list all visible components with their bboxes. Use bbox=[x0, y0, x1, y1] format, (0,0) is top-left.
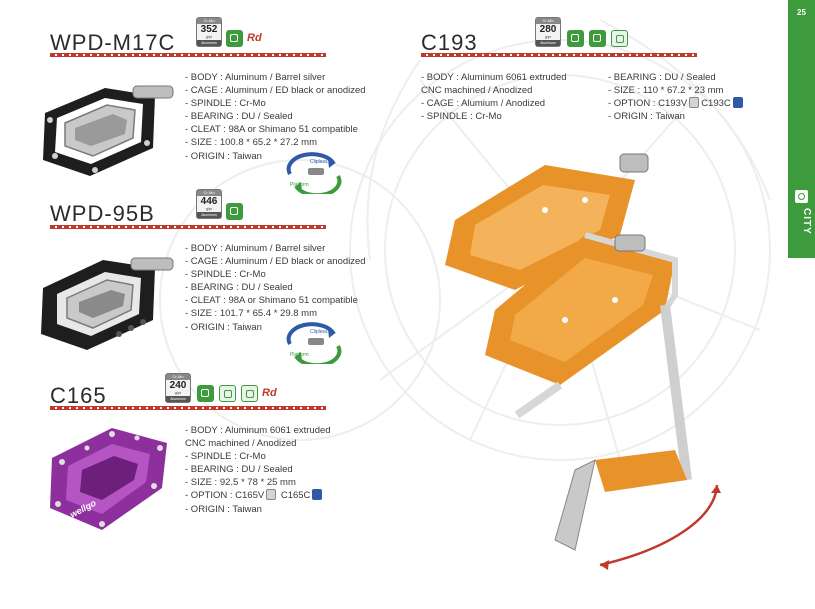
option-v-icon bbox=[689, 97, 700, 109]
spec-list-c193-left: - BODY : Aluminum 6061 extruded CNC mach… bbox=[421, 71, 567, 123]
spec-line: - BEARING : DU / Sealed bbox=[185, 282, 293, 294]
spec-line: - CAGE : Alumium / Anodized bbox=[421, 98, 546, 110]
product-title-95b: WPD-95B bbox=[50, 201, 155, 226]
badge-weight: 352 bbox=[200, 24, 218, 35]
city-feature-icon bbox=[197, 385, 214, 402]
pedal-feature-icon bbox=[241, 385, 258, 402]
badge-unit: g/pr bbox=[544, 35, 552, 39]
spec-line: - CLEAT : 98A or Shimano 51 compatible bbox=[185, 295, 358, 307]
spec-line: - SPINDLE : Cr-Mo bbox=[421, 111, 502, 123]
diagram-bottom-label: Platform bbox=[290, 352, 309, 358]
badge-weight: 280 bbox=[539, 24, 557, 35]
section-strip-green: 25 CITY bbox=[788, 0, 815, 258]
product-image-95b bbox=[41, 257, 174, 350]
title-rule bbox=[50, 53, 326, 57]
option-label: - OPTION : C193V bbox=[608, 98, 688, 110]
page-number: 25 bbox=[797, 8, 806, 17]
city-feature-icon bbox=[226, 30, 243, 47]
badge-weight: 240 bbox=[169, 380, 187, 391]
badge-unit: g/pr bbox=[174, 391, 182, 395]
spec-line: - SIZE : 100.8 * 65.2 * 27.2 mm bbox=[185, 137, 318, 149]
badge-material: Aluminum bbox=[197, 212, 221, 218]
spec-list-m17c: - BODY : Aluminum / Barrel silver - CAGE… bbox=[185, 71, 366, 163]
city-feature-icon bbox=[567, 30, 584, 47]
spec-line: - ORIGIN : Taiwan bbox=[185, 321, 262, 333]
product-title-c165: C165 bbox=[50, 383, 107, 408]
product-image-c165: wellgo bbox=[50, 428, 167, 530]
spec-line: - BODY : Aluminum 6061 extruded bbox=[185, 425, 331, 436]
spec-list-c193-right: - BEARING : DU / Sealed - SIZE : 110 * 6… bbox=[608, 71, 745, 123]
spec-line: - SPINDLE : Cr-Mo bbox=[185, 269, 266, 281]
trekking-feature-icon bbox=[219, 385, 236, 402]
weight-badge-95b: Cr-Mo 446 g/pr Aluminum bbox=[196, 189, 222, 219]
spec-list-95b: - BODY : Aluminum / Barrel silver - CAGE… bbox=[185, 242, 366, 334]
spec-line: - ORIGIN : Taiwan bbox=[608, 111, 685, 123]
option-line: - OPTION : C193V C193C bbox=[608, 97, 745, 110]
option-line: - OPTION : C165V C165C bbox=[185, 489, 331, 502]
spec-list-c165: - BODY : Aluminum 6061 extruded CNC mach… bbox=[185, 424, 331, 516]
spec-line: - CAGE : Aluminum / ED black or anodized bbox=[185, 256, 366, 268]
title-rule bbox=[421, 53, 697, 57]
title-rule bbox=[50, 406, 326, 410]
option-v-icon bbox=[266, 489, 277, 501]
spec-line: - BEARING : DU / Sealed bbox=[185, 464, 293, 476]
spec-line: - SIZE : 110 * 67.2 * 23 mm bbox=[608, 85, 724, 97]
badge-material: Aluminum bbox=[536, 40, 560, 46]
clipless-platform-diagram: Clipless Platform bbox=[286, 152, 342, 194]
badge-spindle: Cr-Mo bbox=[197, 18, 221, 24]
spec-line: - ORIGIN : Taiwan bbox=[185, 150, 262, 162]
spec-line: - SIZE : 101.7 * 65.4 * 29.8 mm bbox=[185, 308, 318, 320]
spec-line: - BODY : Aluminum / Barrel silver bbox=[185, 243, 326, 254]
badge-material: Aluminum bbox=[197, 40, 221, 46]
weight-badge-c193: Cr-Mo 280 g/pr Aluminum bbox=[535, 17, 561, 47]
diagram-top-label: Clipless bbox=[310, 159, 328, 165]
rd-mark: Rd bbox=[247, 32, 262, 44]
city-feature-icon bbox=[226, 203, 243, 220]
badge-unit: g/pr bbox=[205, 35, 213, 39]
weight-badge-c165: Cr-Mo 240 g/pr Aluminum bbox=[165, 373, 191, 403]
option-c-label: C193C bbox=[701, 98, 731, 110]
spec-line: - BODY : Aluminum / Barrel silver bbox=[185, 72, 326, 83]
product-image-c193 bbox=[445, 153, 721, 570]
product-title-c193: C193 bbox=[421, 30, 478, 55]
spec-line: - SPINDLE : Cr-Mo bbox=[185, 451, 266, 463]
city-bike-icon bbox=[795, 190, 808, 203]
badge-spindle: Cr-Mo bbox=[536, 18, 560, 24]
badge-material: Aluminum bbox=[166, 396, 190, 402]
spec-line: - SIZE : 92.5 * 78 * 25 mm bbox=[185, 477, 296, 489]
section-strip: 25 CITY bbox=[788, 0, 815, 609]
option-c-icon bbox=[732, 97, 743, 109]
spec-line: - SPINDLE : Cr-Mo bbox=[185, 98, 266, 110]
product-image-m17c bbox=[43, 85, 174, 176]
title-rule bbox=[50, 225, 326, 229]
spec-line: - CLEAT : 98A or Shimano 51 compatible bbox=[185, 124, 358, 136]
spec-line: - CAGE : Aluminum / ED black or anodized bbox=[185, 85, 366, 97]
spec-line: CNC machined / Anodized bbox=[421, 85, 533, 97]
product-title-m17c: WPD-M17C bbox=[50, 30, 176, 55]
spec-line: - BODY : Aluminum 6061 extruded bbox=[421, 72, 567, 83]
badge-unit: g/pr bbox=[205, 207, 213, 211]
option-c-label: C165C bbox=[280, 490, 311, 502]
trekking-feature-icon bbox=[589, 30, 606, 47]
clipless-platform-diagram: Clipless Platform bbox=[286, 322, 342, 364]
spec-line: - BEARING : DU / Sealed bbox=[185, 111, 293, 123]
diagram-bottom-label: Platform bbox=[290, 182, 309, 188]
badge-spindle: Cr-Mo bbox=[166, 374, 190, 380]
badge-weight: 446 bbox=[200, 196, 218, 207]
option-c-icon bbox=[312, 489, 323, 501]
spec-line: - ORIGIN : Taiwan bbox=[185, 503, 262, 515]
spec-line: CNC machined / Anodized bbox=[185, 438, 297, 450]
pedal-feature-icon bbox=[611, 30, 628, 47]
diagram-top-label: Clipless bbox=[310, 329, 328, 335]
option-label: - OPTION : C165V bbox=[185, 490, 265, 502]
rd-mark: Rd bbox=[262, 387, 277, 399]
section-label: CITY bbox=[801, 208, 812, 235]
spec-line: - BEARING : DU / Sealed bbox=[608, 72, 716, 83]
badge-spindle: Cr-Mo bbox=[197, 190, 221, 196]
weight-badge-m17c: Cr-Mo 352 g/pr Aluminum bbox=[196, 17, 222, 47]
